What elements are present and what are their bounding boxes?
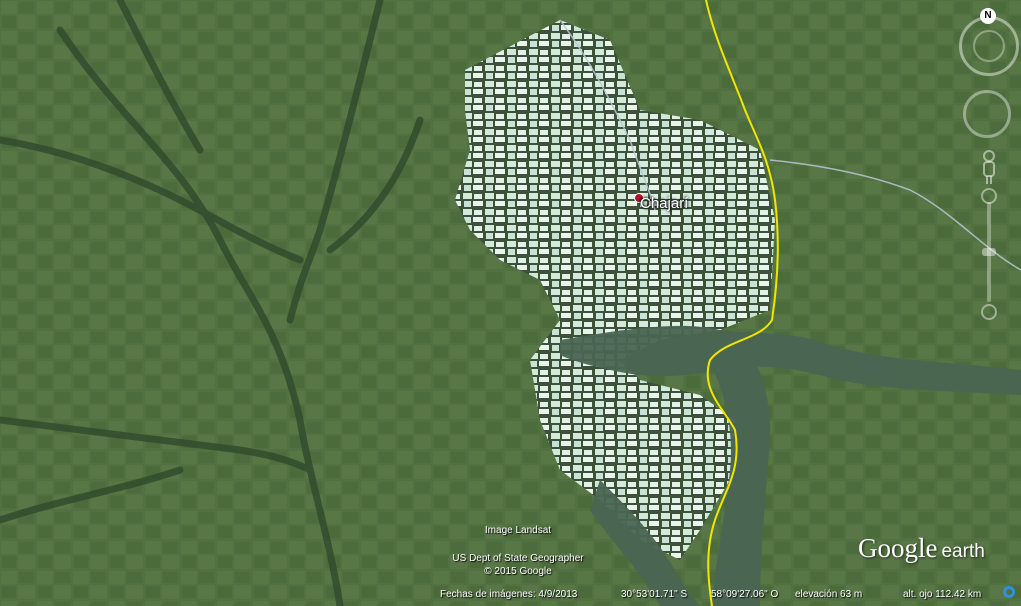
international-border-line (705, 0, 779, 606)
elevation-readout: elevación 63 m (795, 589, 863, 600)
roads (559, 19, 1021, 271)
latitude-readout: 30°53'01.71" S (621, 589, 688, 600)
streaming-icon (1003, 586, 1015, 598)
look-control[interactable] (957, 90, 1015, 142)
place-label-chajari[interactable]: Chajarí (640, 195, 689, 212)
logo-google-text: Google (858, 533, 938, 563)
dept-attribution: US Dept of State Geographer (452, 553, 584, 564)
compass-north-indicator[interactable]: N (980, 8, 996, 24)
compass-inner-ring (973, 30, 1005, 62)
copyright-attribution: © 2015 Google (484, 566, 552, 577)
compass-control[interactable]: N (957, 4, 1019, 78)
logo-earth-text: earth (941, 541, 985, 562)
zoom-in-button[interactable] (981, 188, 997, 204)
longitude-readout: 58°09'27.06" O (711, 589, 779, 600)
greenhouse-zone (455, 20, 775, 560)
zoom-track[interactable] (987, 202, 991, 302)
zoom-slider-icon[interactable] (981, 188, 997, 320)
zoom-thumb[interactable] (982, 248, 996, 256)
imagery-date: Fechas de imágenes: 4/9/2013 (440, 589, 578, 600)
street-view-pegman-icon[interactable] (979, 150, 999, 186)
imagery-attribution: Image Landsat (484, 525, 552, 536)
look-joystick-icon[interactable] (963, 90, 1011, 138)
status-bar: Fechas de imágenes: 4/9/2013 30°53'01.71… (0, 584, 1021, 606)
zoom-out-button[interactable] (981, 304, 997, 320)
river-wetlands (560, 325, 1021, 606)
drainage-network (0, 0, 424, 606)
eye-altitude-readout: alt. ojo 112.42 km (903, 589, 982, 600)
place-marker[interactable] (634, 193, 644, 203)
